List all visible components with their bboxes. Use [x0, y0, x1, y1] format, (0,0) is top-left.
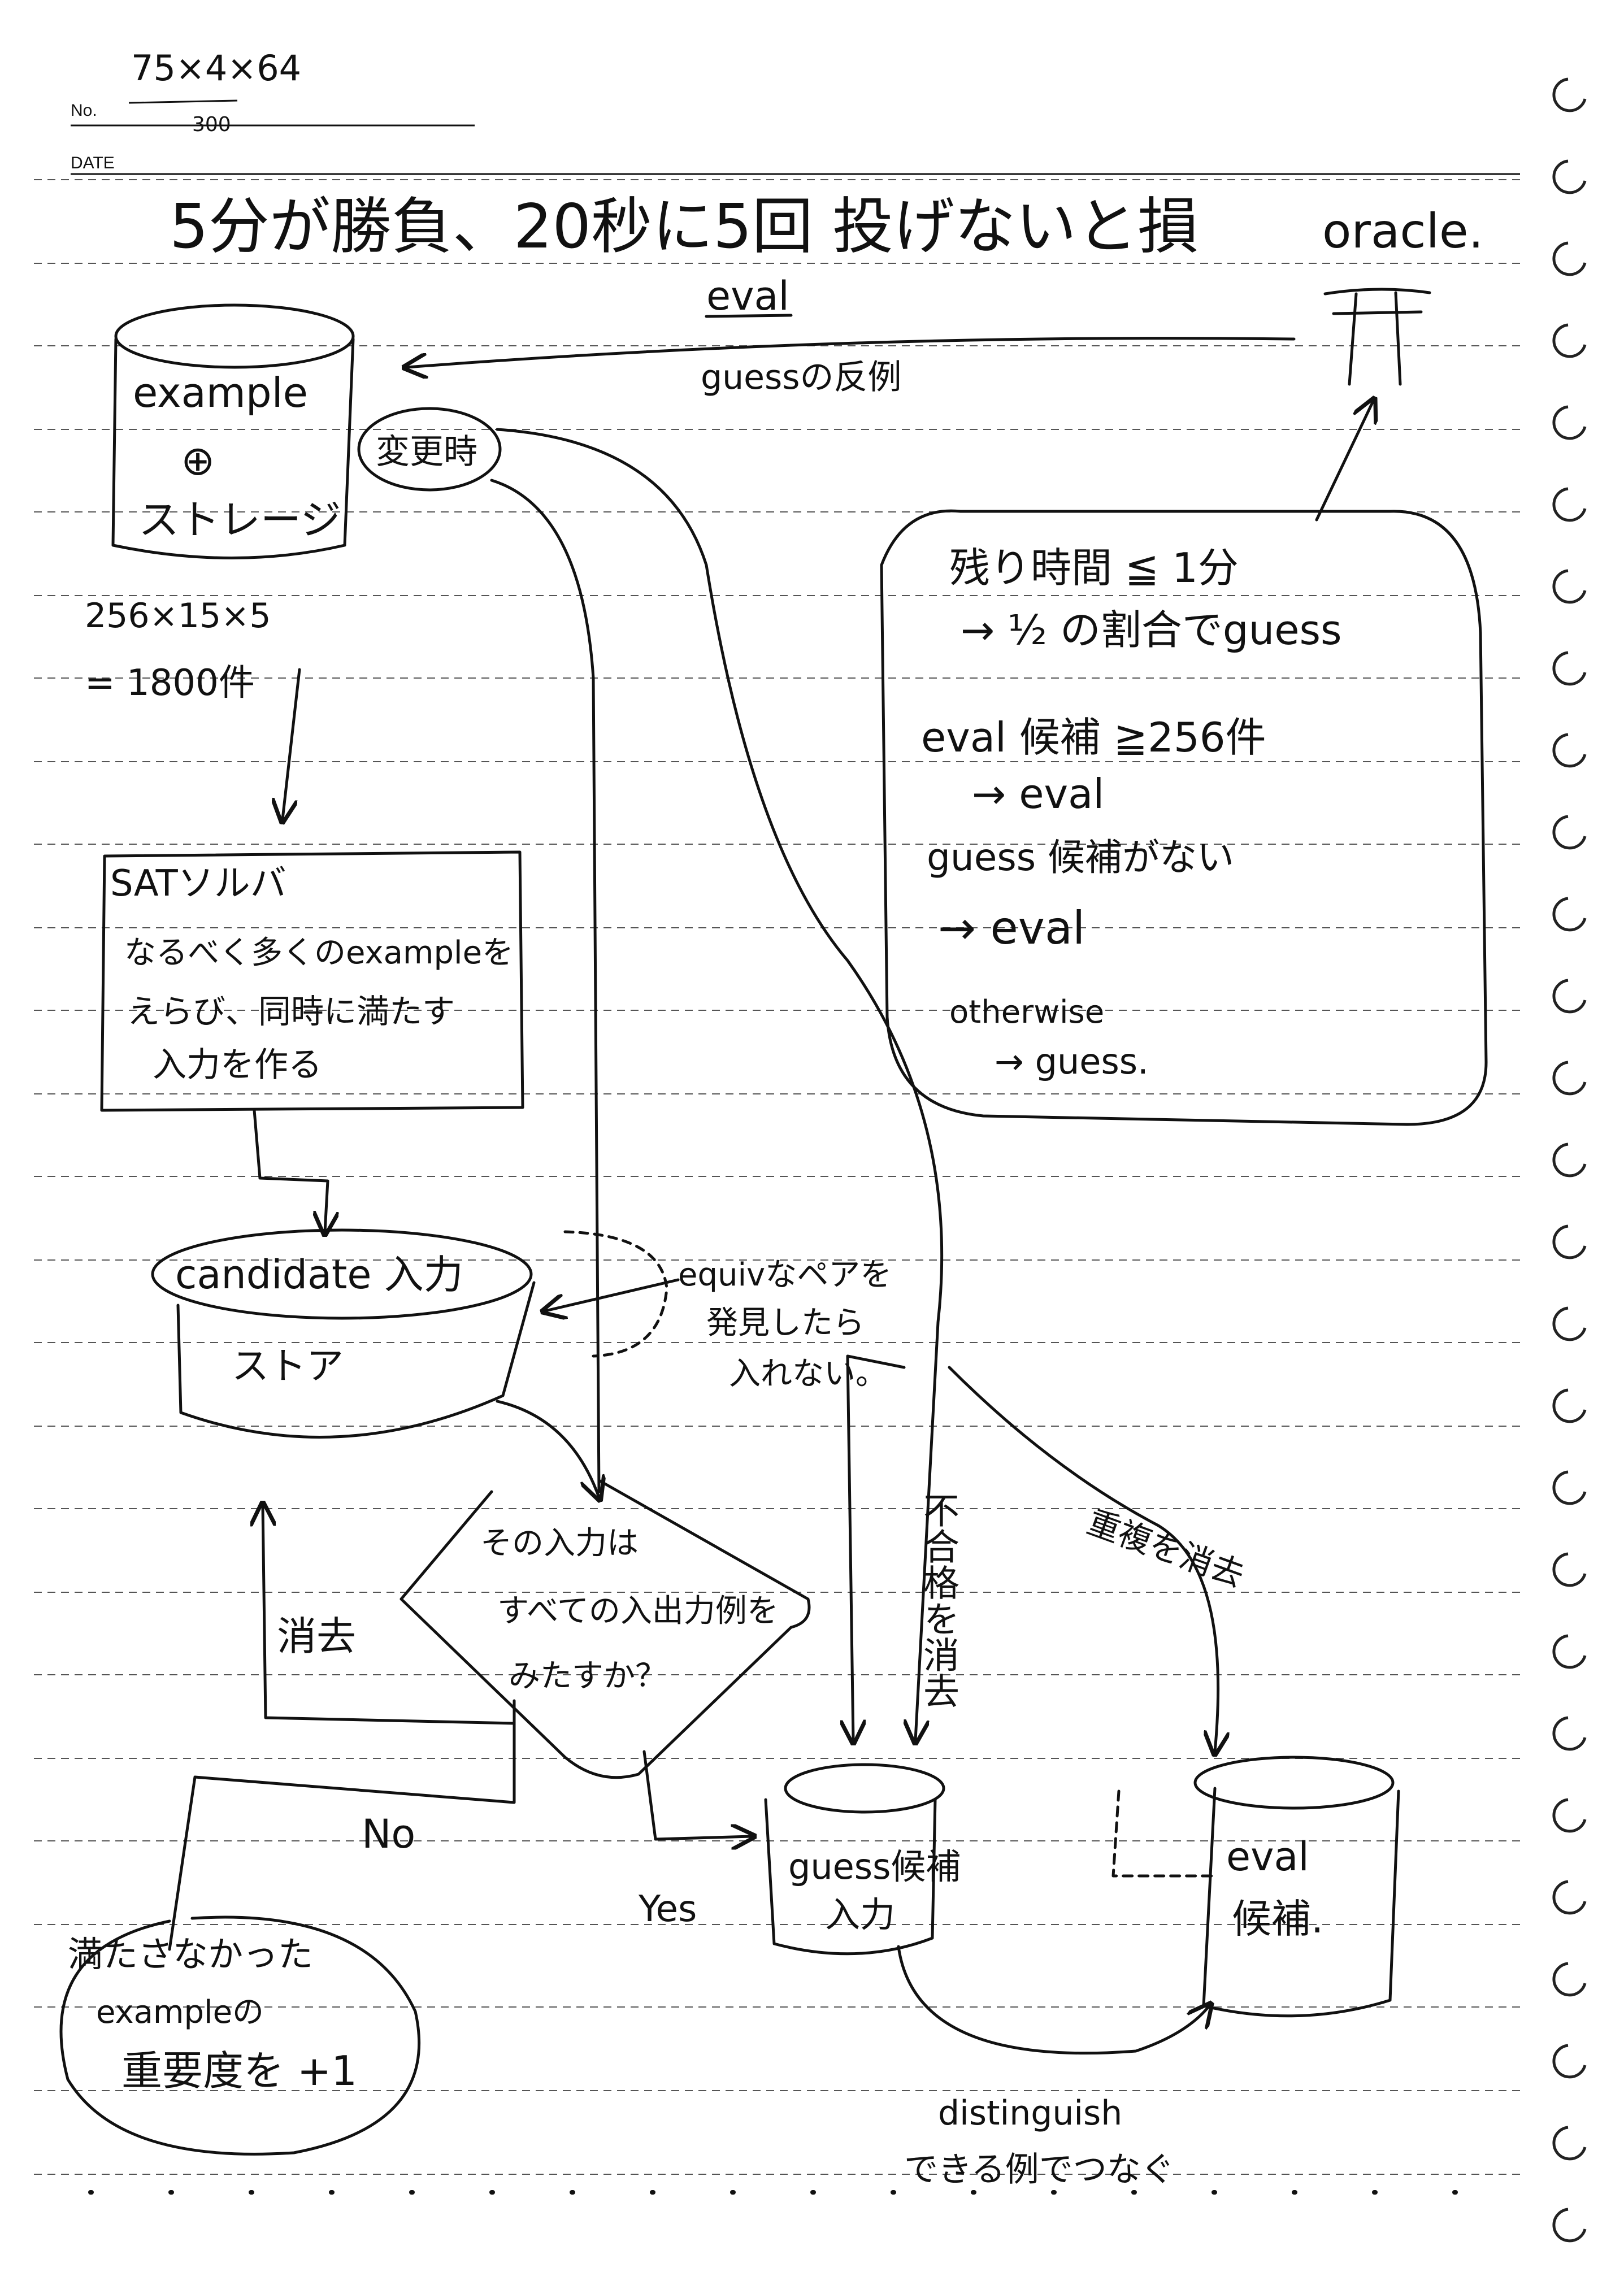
equiv-note-line1: equivなペアを — [678, 1257, 892, 1293]
oracle-symbol — [1323, 288, 1431, 386]
no-label: No. — [71, 101, 97, 120]
eval-store-line1: eval — [1226, 1834, 1309, 1880]
eval-store-line2: 候補. — [1232, 1896, 1323, 1942]
equiv-arrow — [545, 1278, 680, 1311]
date-label: DATE — [71, 154, 115, 172]
equiv-note-line2: 発見したら — [706, 1305, 865, 1341]
sat-solver-box — [100, 850, 524, 1112]
eval-underline — [705, 314, 793, 318]
oracle-label: oracle. — [1322, 203, 1483, 259]
unsatisfied-line1: 満たさなかった — [68, 1934, 313, 1975]
guess-store-line1: guess候補 — [788, 1846, 961, 1887]
on-change-to-guess-line — [496, 428, 944, 1740]
page-title: 5分が勝負、20秒に5回 投げないと損 — [170, 192, 1199, 262]
fail-delete-label: 不合格を消去 — [917, 1492, 959, 1709]
example-store-cylinder — [111, 303, 355, 559]
decision-line3: みたすか？ — [509, 1658, 667, 1695]
sat-box-line-2: なるべく多くのexampleを — [124, 935, 514, 971]
strategy-line-2: → ½ の割合でguess — [961, 606, 1342, 654]
yes-label-text: Yes — [638, 1888, 697, 1930]
no-fraction-bar — [128, 99, 238, 104]
eval-arrow — [407, 337, 1296, 367]
strategy-line-4: → eval — [972, 770, 1104, 818]
strategy-line-1: 残り時間 ≦ 1分 — [949, 544, 1239, 592]
dup-delete-label: 重複を消去 — [1082, 1502, 1249, 1595]
guess-eval-dashed-link — [1111, 1789, 1217, 1878]
strategy-line-5: guess 候補がない — [927, 836, 1234, 879]
candidate-store-line2: ストア — [232, 1344, 344, 1388]
strategy-line-8: → guess. — [995, 1041, 1149, 1082]
strategy-line-3: eval 候補 ≧256件 — [921, 714, 1266, 761]
unsatisfied-bubble — [59, 1915, 421, 2156]
on-change-bubble — [357, 407, 502, 492]
sat-box-line-1: SATソルバ — [110, 863, 286, 905]
example-store-line3: ストレージ — [138, 496, 341, 544]
candidate-store-cylinder — [151, 1228, 536, 1439]
strategy-line-7: otherwise — [949, 994, 1104, 1031]
decision-diamond — [400, 1479, 811, 1779]
distinguish-arrow — [897, 1945, 1209, 2055]
example-store-line1: example — [133, 369, 308, 416]
delete-label-text: 消去 — [277, 1613, 356, 1660]
on-change-to-decision-line — [490, 479, 601, 1493]
ruled-lines — [34, 179, 1520, 2175]
decision-line2: すべての入出力例を — [497, 1593, 779, 1630]
sat-box-line-4: 入力を作る — [153, 1045, 322, 1085]
no-sub-value: 300 — [192, 113, 231, 136]
decision-line1: その入力は — [480, 1525, 639, 1562]
strategy-line-6: → eval — [938, 902, 1085, 954]
no-branch-line — [168, 1699, 516, 1951]
spiral-binding — [1552, 77, 1587, 2243]
strategy-to-oracle-arrow — [1315, 401, 1373, 522]
example-calc-line2: = 1800件 — [85, 662, 255, 704]
guess-store-cylinder — [764, 1763, 945, 1956]
example-to-sat-arrow — [283, 668, 301, 819]
yes-branch-line — [642, 1750, 752, 1839]
eval-arrow-sublabel: guessの反例 — [701, 358, 902, 397]
candidate-to-decision-arrow — [496, 1400, 599, 1497]
no-value: 75×4×64 — [131, 47, 301, 89]
guess-store-line2: 入力 — [825, 1894, 895, 1935]
delete-branch-line — [263, 1506, 516, 1725]
candidate-store-line1: candidate 入力 — [175, 1252, 463, 1298]
unsatisfied-line3: 重要度を +1 — [121, 2047, 357, 2095]
example-calc-line1: 256×15×5 — [85, 596, 271, 636]
dup-delete-line — [948, 1366, 1218, 1752]
distinguish-line1: distinguish — [938, 2093, 1122, 2133]
on-change-label: 変更時 — [376, 432, 477, 472]
equiv-dashed-circle — [563, 1230, 668, 1358]
strategy-box — [880, 509, 1488, 1126]
sat-box-line-3: えらび、同時に満たす — [127, 992, 455, 1031]
distinguish-line2: できる例でつなぐ — [904, 2150, 1175, 2190]
eval-arrow-label: eval — [706, 273, 789, 319]
example-store-line2: ⊕ — [181, 437, 215, 484]
equiv-note-line3: 入れない。 — [729, 1356, 887, 1392]
no-label-text: No — [362, 1811, 415, 1857]
sat-to-candidate-arrow — [253, 1109, 328, 1232]
eval-store-cylinder — [1193, 1756, 1400, 2018]
fail-delete-line — [848, 1354, 906, 1740]
unsatisfied-line2: exampleの — [96, 1994, 264, 2031]
